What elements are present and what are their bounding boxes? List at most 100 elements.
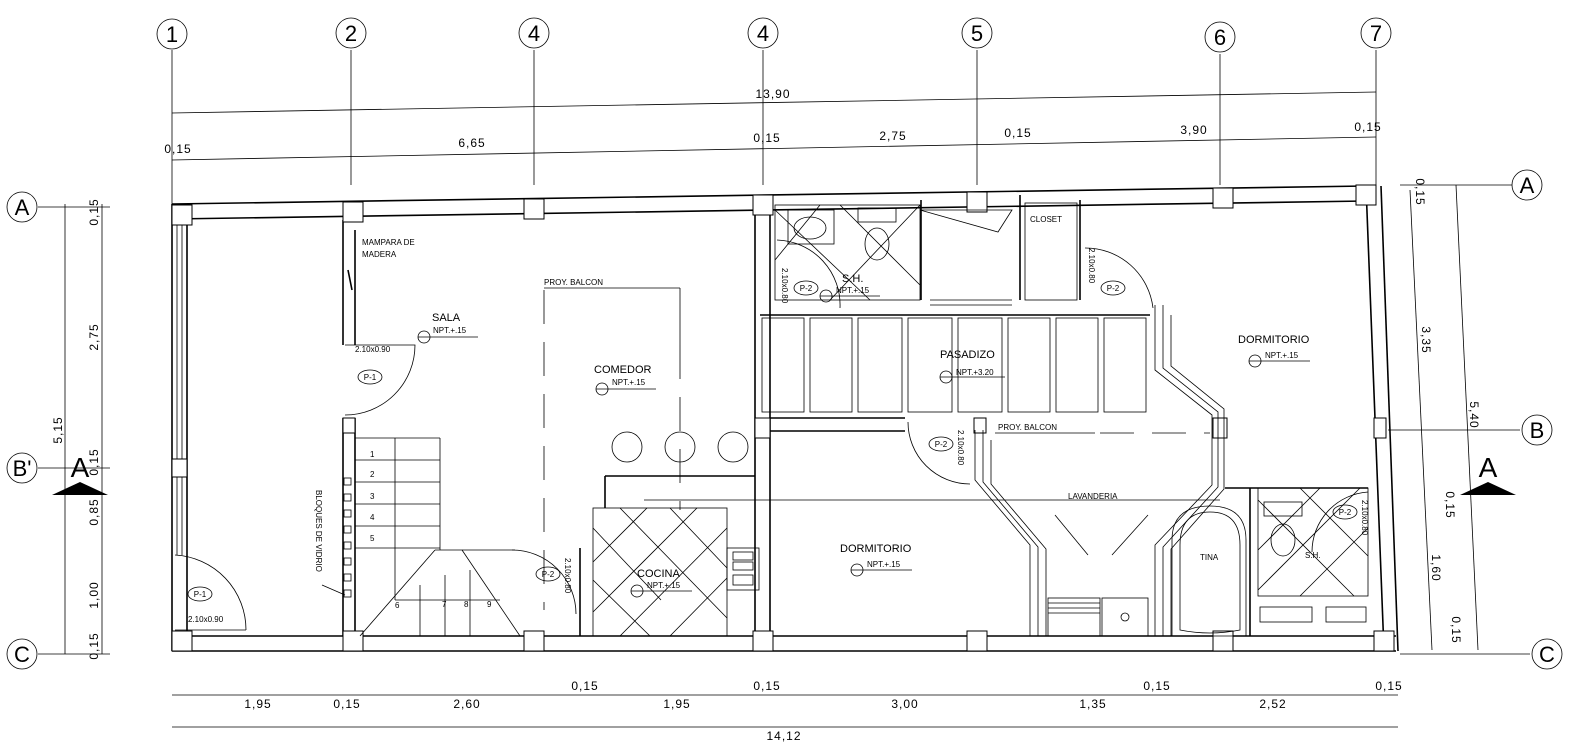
dim-left-5: 1,00 <box>87 581 101 608</box>
svg-text:MADERA: MADERA <box>362 250 397 259</box>
grid-bubble-4a: 4 <box>518 17 550 49</box>
grid-bubble-B-left: B' <box>6 452 38 484</box>
stairs: 1 2 3 4 5 6 7 8 9 BLOQUES DE VIDRIO <box>314 437 521 637</box>
svg-text:P-2: P-2 <box>935 440 948 449</box>
dim-overall-left: 5,15 <box>51 416 65 443</box>
dim-bottom-10: 2,52 <box>1259 697 1286 711</box>
dim-bottom-11: 0,15 <box>1375 679 1402 693</box>
svg-text:A: A <box>71 452 90 483</box>
dim-right-4: 1,60 <box>1429 554 1443 581</box>
dim-bottom-3: 2,60 <box>453 697 480 711</box>
room-dormitorio-right: DORMITORIO NPT.+.15 <box>1238 334 1310 368</box>
svg-text:NPT.+.15: NPT.+.15 <box>433 326 467 335</box>
dim-right-2: 3,35 <box>1419 326 1433 353</box>
svg-text:4: 4 <box>757 21 769 46</box>
svg-text:B': B' <box>13 456 32 481</box>
columns <box>171 184 1395 652</box>
bloques-de-vidrio-label: BLOQUES DE VIDRIO <box>314 490 323 572</box>
grid-bubble-5: 5 <box>961 17 993 49</box>
svg-text:DORMITORIO: DORMITORIO <box>840 543 912 555</box>
grid-bubble-C-left: C <box>6 638 38 670</box>
svg-text:NPT.+.15: NPT.+.15 <box>836 286 870 295</box>
room-cocina: COCINA NPT.+.15 <box>592 507 760 637</box>
svg-text:NPT.+.15: NPT.+.15 <box>867 560 901 569</box>
grid-bubble-1: 1 <box>156 18 188 50</box>
dim-bottom-6: 0,15 <box>753 679 780 693</box>
door-p2-dormitorio: P-2 2.10x0.80 <box>1084 247 1154 309</box>
svg-text:3: 3 <box>370 492 375 501</box>
svg-text:1: 1 <box>370 450 375 459</box>
svg-text:6: 6 <box>1214 25 1226 50</box>
svg-text:4: 4 <box>528 21 540 46</box>
grid-bubble-C-right: C <box>1531 638 1563 670</box>
room-pasadizo: PASADIZO NPT.+3.20 <box>761 317 1147 413</box>
dim-bottom-5: 1,95 <box>663 697 690 711</box>
dim-bottom-1: 1,95 <box>244 697 271 711</box>
balcon-projection-center: PROY. BALCON LAVANDERIA <box>974 305 1225 637</box>
svg-text:PROY. BALCON: PROY. BALCON <box>998 423 1057 432</box>
svg-text:C: C <box>14 642 30 667</box>
grid-bubble-2: 2 <box>335 17 367 49</box>
mampara-de-madera: MAMPARA DE MADERA <box>342 220 415 345</box>
door-p2-cocina: P-2 2.10x0.80 <box>511 549 577 615</box>
door-p2-sh1: P-2 2.10x0.80 <box>776 239 841 309</box>
svg-text:9: 9 <box>487 600 492 609</box>
svg-text:2: 2 <box>370 470 375 479</box>
svg-text:2.10x0.80: 2.10x0.80 <box>563 558 572 594</box>
svg-text:DORMITORIO: DORMITORIO <box>1238 334 1310 346</box>
svg-text:2.10x0.80: 2.10x0.80 <box>1087 248 1096 284</box>
grid-bubble-6: 6 <box>1204 21 1236 53</box>
grid-bubble-7: 7 <box>1360 17 1392 49</box>
svg-text:7: 7 <box>1370 21 1382 46</box>
svg-text:1: 1 <box>166 22 178 47</box>
dim-left-3: 0,15 <box>87 448 101 475</box>
svg-text:2.10x0.80: 2.10x0.80 <box>780 268 789 304</box>
svg-text:CLOSET: CLOSET <box>1030 215 1062 224</box>
grid-bubbles: 1 2 4 4 5 6 7 A B' C A B C <box>6 17 1563 670</box>
svg-text:A: A <box>1520 173 1535 198</box>
door-p2-sh2: P-2 2.10x0.80 <box>1311 491 1369 553</box>
svg-text:COMEDOR: COMEDOR <box>594 364 652 376</box>
svg-text:LAVANDERIA: LAVANDERIA <box>1068 492 1118 501</box>
dim-overall-right: 5,40 <box>1467 401 1481 428</box>
dim-top-3: 0,15 <box>753 131 780 145</box>
dimensions-left: 5,15 0,15 2,75 0,15 0,85 1,00 0,15 <box>51 198 103 660</box>
svg-text:NPT.+.15: NPT.+.15 <box>612 378 646 387</box>
svg-text:B: B <box>1530 418 1545 443</box>
dim-bottom-8: 1,35 <box>1079 697 1106 711</box>
dim-top-4: 2,75 <box>879 129 906 143</box>
dim-left-1: 0,15 <box>87 198 101 225</box>
svg-text:S.H.: S.H. <box>1305 551 1321 560</box>
svg-text:4: 4 <box>370 513 375 522</box>
dim-left-4: 0,85 <box>87 498 101 525</box>
svg-text:7: 7 <box>442 600 447 609</box>
dim-overall-top: 13,90 <box>755 87 790 101</box>
svg-text:PROY. BALCON: PROY. BALCON <box>544 278 603 287</box>
svg-text:TINA: TINA <box>1200 553 1219 562</box>
room-sala: SALA NPT.+.15 <box>417 312 478 344</box>
svg-text:NPT.+.15: NPT.+.15 <box>647 581 681 590</box>
dim-top-1: 0,15 <box>164 142 191 156</box>
svg-text:A: A <box>1479 452 1498 483</box>
door-p1-sala: 2.10x0.90 P-1 <box>344 344 416 416</box>
svg-text:P-2: P-2 <box>800 284 813 293</box>
dimensions-bottom: 14,12 1,95 0,15 2,60 0,15 1,95 0,15 3,00… <box>172 679 1402 743</box>
dim-bottom-7: 3,00 <box>891 697 918 711</box>
svg-text:P-2: P-2 <box>1107 284 1120 293</box>
svg-text:NPT.+3.20: NPT.+3.20 <box>956 368 994 377</box>
grid-bubble-A-left: A <box>6 191 38 223</box>
svg-text:NPT.+.15: NPT.+.15 <box>1265 351 1299 360</box>
grid-bubble-A-right: A <box>1511 169 1543 201</box>
room-sh-2: S.H. <box>1257 487 1369 623</box>
svg-text:COCINA: COCINA <box>637 568 680 580</box>
grid-bubble-B-right: B <box>1521 414 1553 446</box>
svg-text:P-1: P-1 <box>364 373 377 382</box>
svg-text:5: 5 <box>370 534 375 543</box>
dim-bottom-4: 0,15 <box>571 679 598 693</box>
svg-text:2.10x0.80: 2.10x0.80 <box>1360 500 1369 536</box>
svg-text:P-1: P-1 <box>194 590 207 599</box>
dim-top-5: 0,15 <box>1004 126 1031 140</box>
svg-text:2.10x0.80: 2.10x0.80 <box>956 430 965 466</box>
svg-text:6: 6 <box>395 601 400 610</box>
